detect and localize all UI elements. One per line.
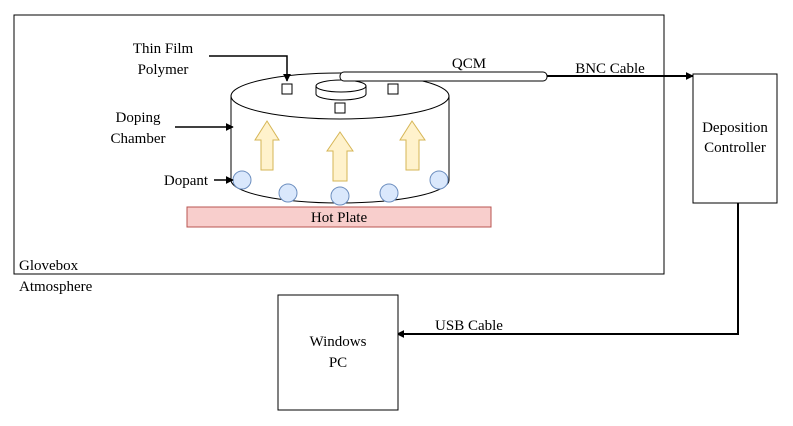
thin-film-label-line1: Thin Film xyxy=(133,41,194,57)
thin-film-label-line2: Polymer xyxy=(138,62,189,78)
usb-cable-arrow xyxy=(396,203,739,338)
dopant-particle xyxy=(379,183,399,203)
doping-chamber-label-line2: Chamber xyxy=(111,131,166,147)
dopant-particle xyxy=(278,183,298,203)
glovebox-label: Glovebox xyxy=(19,258,79,274)
usb-cable-label: USB Cable xyxy=(435,318,503,334)
thin-film-substrate-center xyxy=(334,102,346,114)
dopant-particle xyxy=(232,170,252,190)
qcm-label: QCM xyxy=(452,56,486,72)
vapor-arrow-right xyxy=(399,120,426,171)
doping-chamber-label-line1: Doping xyxy=(116,110,162,126)
windows-pc-label-line2: PC xyxy=(329,355,347,371)
bnc-cable-label: BNC Cable xyxy=(575,61,645,77)
windows-pc-label-line1: Windows xyxy=(310,334,367,350)
dopant-label: Dopant xyxy=(164,173,209,189)
glovebox-box xyxy=(13,14,665,275)
thin-film-substrate-left xyxy=(281,83,293,95)
qcm-probe xyxy=(339,71,548,82)
vapor-arrow-left xyxy=(254,120,280,171)
atmosphere-label: Atmosphere xyxy=(19,279,93,295)
dopant-particle xyxy=(330,186,350,206)
deposition-controller-label-line1: Deposition xyxy=(702,120,768,136)
qcm-crystal xyxy=(315,79,367,101)
deposition-controller-box xyxy=(692,73,778,204)
vapor-arrow-center xyxy=(326,131,354,182)
hot-plate-label: Hot Plate xyxy=(311,210,368,226)
hot-plate xyxy=(186,206,492,228)
deposition-controller-label-line2: Controller xyxy=(704,140,766,156)
thin-film-substrate-right xyxy=(387,83,399,95)
thin-film-pointer-arrow xyxy=(209,55,291,82)
dopant-particle xyxy=(429,170,449,190)
windows-pc-box xyxy=(277,294,399,411)
